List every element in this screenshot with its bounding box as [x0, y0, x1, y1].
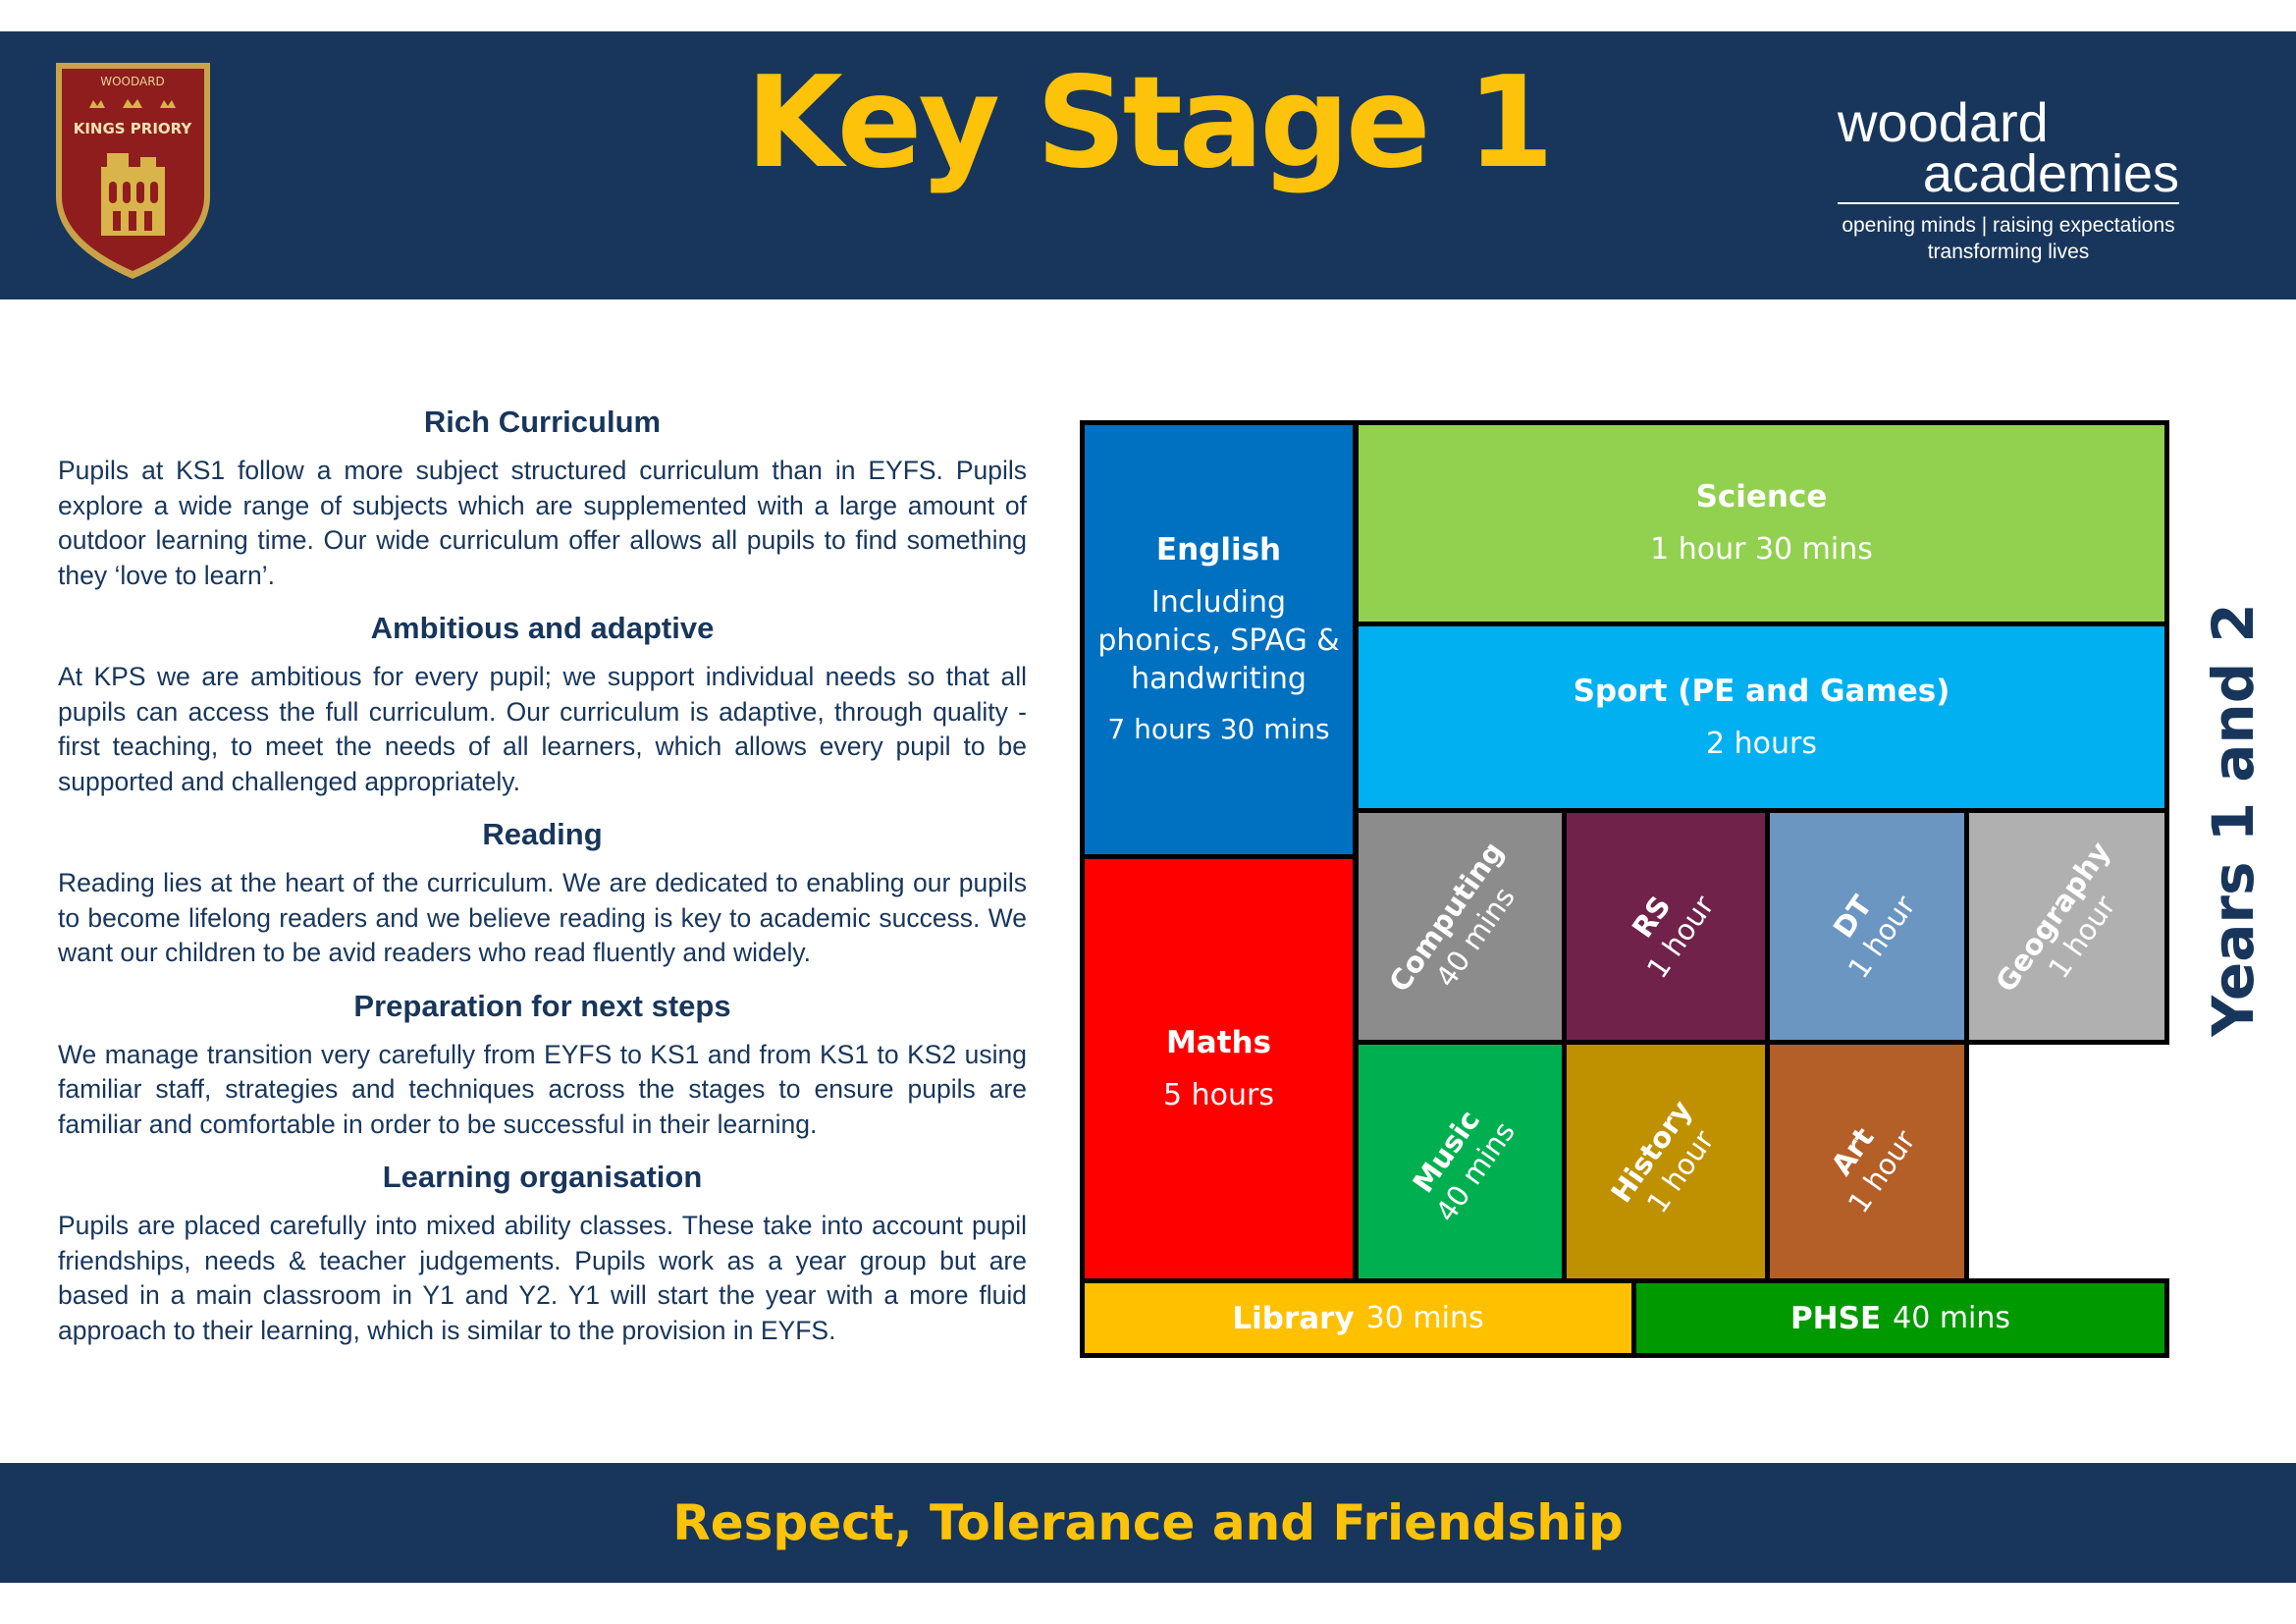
tile-computing: Computing 40 mins	[1354, 808, 1567, 1045]
tile-detail: Including phonics, SPAG & handwriting	[1097, 585, 1340, 696]
tile-rs: RS 1 hour	[1562, 808, 1770, 1045]
tile-name: English	[1155, 532, 1282, 568]
tile-library: Library 30 mins	[1080, 1278, 1636, 1358]
footer-motto: Respect, Tolerance and Friendship	[672, 1494, 1624, 1551]
section-heading: Reading	[482, 817, 603, 851]
section-learning-organisation: Learning organisation Pupils are placed …	[58, 1158, 1027, 1348]
tile-duration: 2 hours	[1706, 726, 1817, 761]
header-banner	[0, 31, 2296, 299]
tile-science: Science 1 hour 30 mins	[1354, 420, 2169, 626]
tile-sport: Sport (PE and Games) 2 hours	[1354, 622, 2169, 813]
tile-dt: DT 1 hour	[1765, 808, 1969, 1045]
section-body: Pupils at KS1 follow a more subject stru…	[58, 456, 1027, 590]
tile-duration: 30 mins	[1365, 1300, 1484, 1335]
woodard-academies-logo: woodard academies opening minds | raisin…	[1826, 91, 2179, 265]
section-ambitious-adaptive: Ambitious and adaptive At KPS we are amb…	[58, 609, 1027, 799]
section-body: We manage transition very carefully from…	[58, 1039, 1027, 1139]
section-body: Reading lies at the heart of the curricu…	[58, 868, 1027, 967]
tile-duration: 5 hours	[1163, 1077, 1274, 1112]
tile-history: History 1 hour	[1562, 1040, 1770, 1283]
tile-geography: Geography 1 hour	[1964, 808, 2169, 1045]
tile-name: Sport (PE and Games)	[1573, 673, 1950, 709]
brand-tagline-2: transforming lives	[1927, 241, 2090, 263]
section-body: Pupils are placed carefully into mixed a…	[58, 1211, 1027, 1345]
tile-duration: 1 hour 30 mins	[1650, 532, 1873, 567]
brand-divider	[1838, 202, 2179, 204]
brand-name-line2: academies	[1922, 144, 2179, 203]
footer-banner: Respect, Tolerance and Friendship	[0, 1463, 2296, 1583]
years-label: Years 1 and 2	[2200, 603, 2267, 1037]
tile-duration: 40 mins	[1893, 1300, 2011, 1335]
tile-phse: PHSE 40 mins	[1631, 1278, 2169, 1358]
tile-maths: Maths 5 hours	[1080, 854, 1358, 1283]
section-heading: Ambitious and adaptive	[370, 611, 715, 645]
section-heading: Preparation for next steps	[353, 988, 731, 1023]
section-reading: Reading Reading lies at the heart of the…	[58, 815, 1027, 971]
page-title: Key Stage 1	[745, 50, 1555, 196]
section-heading: Learning organisation	[382, 1160, 703, 1194]
kings-priory-crest-logo: WOODARD KINGS PRIORY	[56, 63, 210, 279]
tile-duration: 7 hours 30 mins	[1107, 713, 1330, 745]
section-heading: Rich Curriculum	[423, 405, 662, 439]
curriculum-text-column: Rich Curriculum Pupils at KS1 follow a m…	[58, 403, 1027, 1364]
brand-tagline-1: opening minds | raising expectations	[1842, 214, 2175, 237]
tile-name: Science	[1695, 479, 1828, 514]
tile-name: Library	[1232, 1300, 1355, 1336]
section-body: At KPS we are ambitious for every pupil;…	[58, 662, 1027, 796]
tile-english: English Including phonics, SPAG & handwr…	[1080, 420, 1358, 859]
brand-name-line1: woodard	[1838, 91, 2049, 153]
section-rich-curriculum: Rich Curriculum Pupils at KS1 follow a m…	[58, 403, 1027, 593]
tile-art: Art 1 hour	[1765, 1040, 1969, 1283]
crest-top-text: WOODARD	[100, 75, 165, 88]
years-label-container: Years 1 and 2	[2135, 603, 2296, 1037]
section-preparation: Preparation for next steps We manage tra…	[58, 987, 1027, 1143]
crest-name: KINGS PRIORY	[74, 120, 193, 137]
tile-music: Music 40 mins	[1354, 1040, 1567, 1283]
tile-name: PHSE	[1789, 1300, 1882, 1336]
tile-name: Maths	[1165, 1024, 1272, 1060]
